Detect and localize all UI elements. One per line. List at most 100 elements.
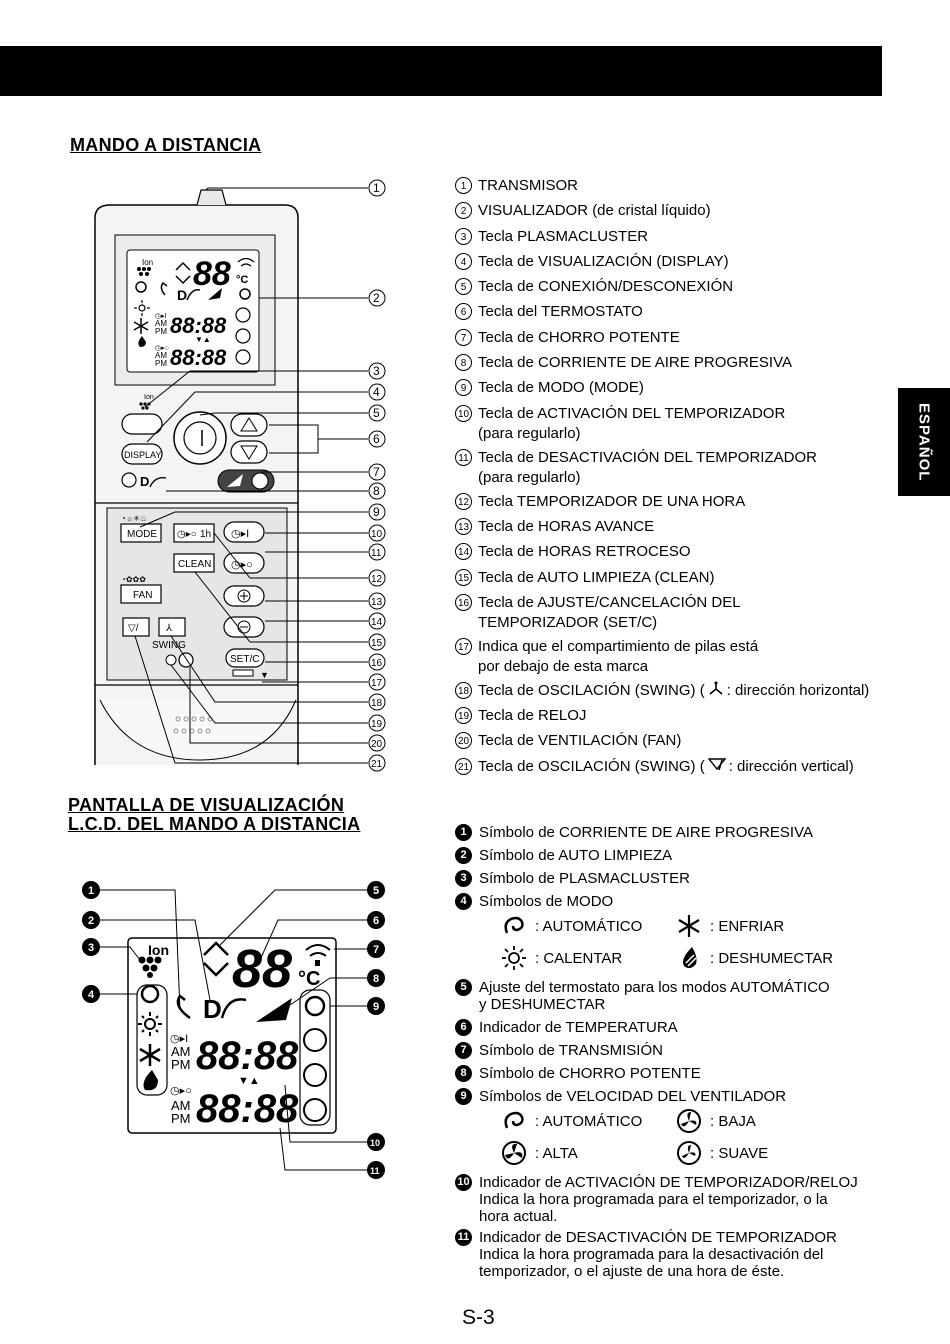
legend-text: Tecla de ACTIVACIÓN DEL TEMPORIZADOR [478, 404, 786, 422]
clock-button[interactable] [165, 654, 177, 666]
language-tab-label: ESPAÑOL [915, 402, 933, 482]
svg-text:17: 17 [371, 678, 383, 689]
setc-button[interactable] [225, 648, 265, 668]
legend-number: 15 [455, 568, 472, 586]
legend-text-wrap: Tecla del TERMOSTATO [478, 302, 643, 322]
legend-subtext: Indica la hora programada para el tempor… [479, 1191, 828, 1208]
temp-down-button[interactable] [230, 440, 268, 464]
symbol-label: : BAJA [710, 1112, 756, 1130]
legend-subtext: por debajo de esta marca [478, 657, 649, 675]
legend-text-wrap: Símbolo de CHORRO POTENTE [479, 1065, 701, 1082]
legend-subtext: Indica la hora programada para la desact… [479, 1246, 824, 1263]
remote-lcd-off-timer-digits: 88:88 [170, 345, 227, 370]
svg-text:5: 5 [373, 885, 379, 897]
symbol-cell: : BAJA [676, 1108, 851, 1134]
legend-text: Tecla de AJUSTE/CANCELACIÓN DEL [478, 593, 741, 611]
full-power-button[interactable] [251, 472, 269, 490]
svg-text:◷▸○: ◷▸○ [155, 345, 169, 352]
symbol-row: : ALTA : SUAVE [501, 1137, 895, 1169]
legend-text: Símbolo de PLASMACLUSTER [479, 870, 690, 887]
page-number: S-3 [462, 1306, 495, 1329]
svg-text:3: 3 [88, 942, 94, 954]
temp-up-button[interactable] [230, 413, 268, 437]
svg-text:20: 20 [371, 739, 383, 750]
svg-text:2: 2 [373, 291, 380, 305]
remote-lcd-temp-digits: 88 [193, 255, 231, 293]
lcd-pm-1: PM [171, 1057, 191, 1072]
svg-text:▼: ▼ [260, 670, 269, 680]
symbol-cell: : CALENTAR [501, 945, 676, 971]
lcd-legend-item: 3 Símbolo de PLASMACLUSTER [455, 870, 895, 887]
swing-horizontal-button[interactable] [158, 617, 186, 637]
legend-number: 3 [455, 870, 472, 887]
language-tab: ESPAÑOL [898, 388, 950, 496]
legend-text: Indica que el compartimiento de pilas es… [478, 637, 759, 655]
symbol-label: : SUAVE [710, 1144, 769, 1162]
remote-section-title: MANDO A DISTANCIA [70, 135, 262, 155]
legend-number: 10 [455, 404, 472, 422]
fan-high-icon [501, 1140, 531, 1166]
lcd-legend-item: 8 Símbolo de CHORRO POTENTE [455, 1065, 895, 1082]
plasmacluster-button[interactable] [121, 413, 163, 435]
svg-text:4: 4 [88, 989, 95, 1001]
clean-button[interactable] [173, 553, 215, 573]
legend-text-wrap: VISUALIZADOR (de cristal líquido) [478, 201, 711, 221]
swing-label: SWING [152, 640, 186, 651]
legend-text-wrap: Tecla de OSCILACIÓN (SWING) (: dirección… [478, 681, 869, 701]
legend-text: Símbolos de MODO [479, 893, 614, 910]
svg-text:8: 8 [373, 484, 380, 498]
legend-text: Símbolo de AUTO LIMPIEZA [479, 847, 673, 864]
legend-number: 7 [455, 328, 472, 346]
mode-button[interactable] [120, 523, 162, 543]
legend-number: 1 [455, 177, 472, 194]
legend-text: Tecla de VISUALIZACIÓN (DISPLAY) [478, 252, 729, 270]
legend-text-suffix: : dirección horizontal) [726, 681, 870, 699]
svg-text:18: 18 [371, 698, 383, 709]
coanda-button[interactable] [121, 472, 137, 488]
legend-text: Indicador de ACTIVACIÓN DE TEMPORIZADOR/… [479, 1174, 858, 1191]
swing-vertical-button[interactable] [122, 617, 150, 637]
dry-mode-icon [676, 945, 706, 971]
legend-text-wrap: Símbolo de TRANSMISIÓN [479, 1042, 663, 1059]
symbol-label: : AUTOMÁTICO [535, 917, 643, 935]
legend-text-wrap: Símbolos de MODO [479, 893, 613, 910]
remote-lcd-pm-1: PM [155, 327, 167, 336]
legend-number: 21 [455, 757, 472, 775]
symbol-row: : AUTOMÁTICO: BAJA [501, 1105, 895, 1137]
legend-text-wrap: Símbolos de VELOCIDAD DEL VENTILADOR [479, 1088, 786, 1105]
legend-text: Tecla de CONEXIÓN/DESCONEXIÓN [478, 278, 734, 296]
legend-text-wrap: Tecla de VENTILACIÓN (FAN) [478, 731, 681, 751]
svg-text:◷▸○: ◷▸○ [170, 1085, 192, 1097]
legend-number: 8 [455, 1065, 472, 1082]
symbol-label: : DESHUMECTAR [710, 949, 834, 967]
symbol-cell: : ALTA [501, 1140, 676, 1166]
cool-mode-icon [676, 913, 706, 939]
svg-text:15: 15 [371, 638, 383, 649]
fan-button-label: FAN [133, 590, 152, 601]
lcd-legend-row: 8 Símbolo de CHORRO POTENTE [455, 1065, 895, 1082]
svg-text:4: 4 [373, 385, 380, 399]
legend-text-wrap: Tecla de VISUALIZACIÓN (DISPLAY) [478, 252, 729, 272]
on-timer-button[interactable] [223, 521, 265, 543]
display-button[interactable] [121, 443, 163, 465]
legend-number: 1 [455, 824, 472, 841]
fan-button[interactable] [120, 584, 162, 604]
